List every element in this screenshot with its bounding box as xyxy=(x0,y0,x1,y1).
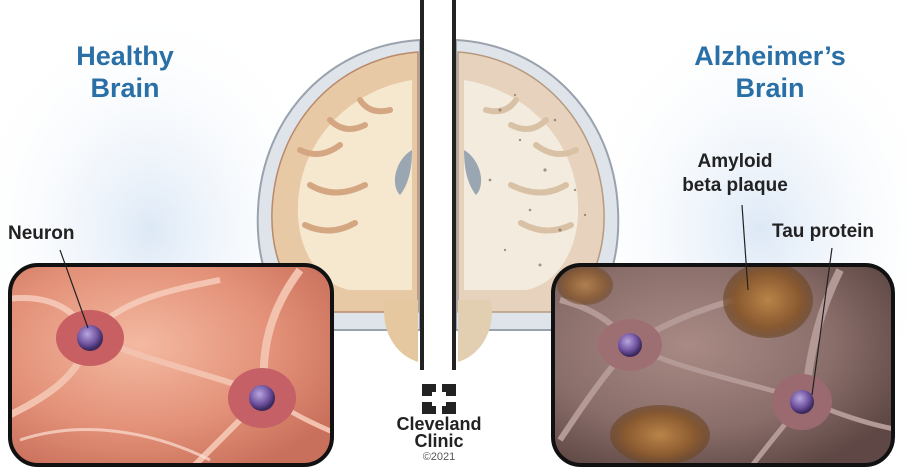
healthy-title-line-1: Healthy xyxy=(40,40,210,72)
copyright-text: ©2021 xyxy=(384,450,494,464)
amyloid-plaque-2 xyxy=(610,405,710,465)
amyloid-label-line-1: Amyloid xyxy=(660,150,810,174)
amyloid-beta-plaque-label: Amyloid beta plaque xyxy=(660,150,810,198)
healthy-title-line-2: Brain xyxy=(40,72,210,104)
alzheimers-neuron-panel xyxy=(553,262,900,474)
divider-right xyxy=(452,0,456,370)
healthy-neuron-panel xyxy=(0,265,350,474)
alzheimers-brain-title: Alzheimer’s Brain xyxy=(670,40,870,104)
cleveland-clinic-logo: Cleveland Clinic ©2021 xyxy=(384,384,494,464)
brainstem xyxy=(384,300,418,362)
amyloid-label-line-2: beta plaque xyxy=(660,174,810,198)
divider-left xyxy=(420,0,424,370)
amyloid-plaque-1 xyxy=(723,262,813,338)
cleveland-clinic-logo-icon xyxy=(422,384,456,414)
alzheimers-title-line-2: Brain xyxy=(670,72,870,104)
alzheimers-title-line-1: Alzheimer’s xyxy=(670,40,870,72)
healthy-brain-title: Healthy Brain xyxy=(40,40,210,104)
neuron-label: Neuron xyxy=(8,222,75,246)
tau-protein-label: Tau protein xyxy=(772,220,874,244)
logo-text-clinic: Clinic xyxy=(384,433,494,450)
